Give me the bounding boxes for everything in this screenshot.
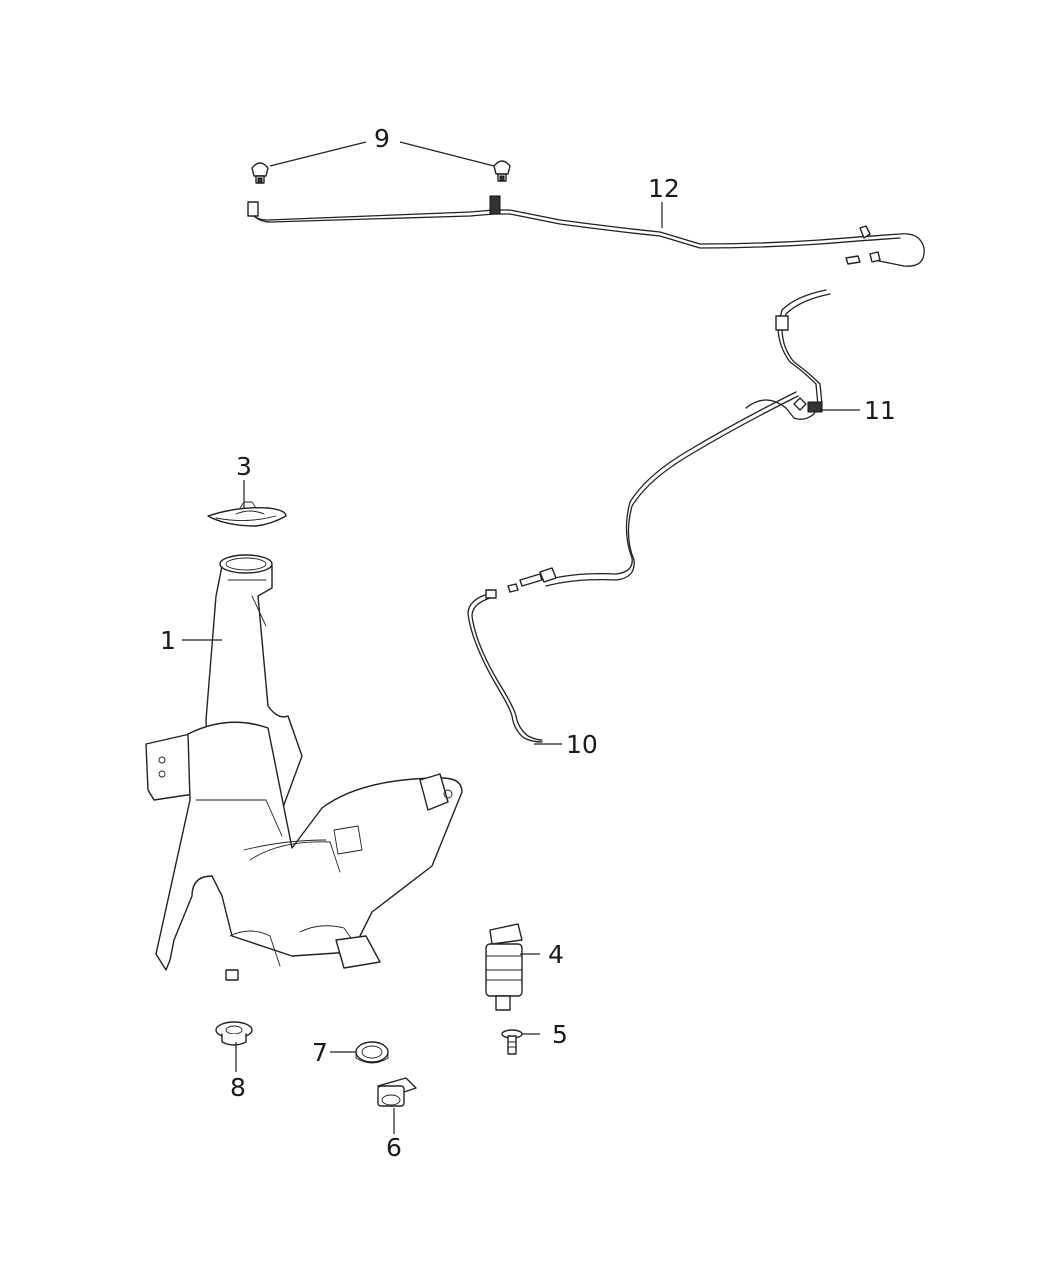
callout-11: 11 bbox=[864, 396, 896, 425]
callout-9: 9 bbox=[374, 124, 390, 153]
reservoir-nut bbox=[215, 1021, 253, 1046]
level-sensor bbox=[377, 1077, 417, 1107]
callout-8: 8 bbox=[230, 1073, 246, 1102]
washer-hose-connector bbox=[745, 289, 831, 420]
washer-nozzle-left bbox=[251, 162, 269, 184]
reservoir-cap bbox=[207, 501, 287, 527]
pump-grommet bbox=[355, 1041, 389, 1064]
leader-9-right bbox=[399, 141, 495, 167]
callout-10: 10 bbox=[566, 730, 598, 759]
callout-7: 7 bbox=[312, 1038, 328, 1067]
upper-washer-hose bbox=[247, 195, 925, 267]
callout-12: 12 bbox=[648, 174, 680, 203]
washer-reservoir bbox=[145, 554, 463, 981]
callout-1: 1 bbox=[160, 626, 176, 655]
callout-4: 4 bbox=[548, 940, 564, 969]
fastener-screw bbox=[501, 1029, 523, 1055]
leader-9-left bbox=[269, 141, 367, 167]
washer-pump bbox=[485, 923, 523, 1011]
leader-lines bbox=[182, 141, 860, 1134]
callout-6: 6 bbox=[386, 1133, 402, 1162]
callout-5: 5 bbox=[552, 1020, 568, 1049]
lower-washer-hose bbox=[467, 391, 799, 743]
callout-3: 3 bbox=[236, 452, 252, 481]
washer-nozzle-right bbox=[493, 160, 511, 182]
